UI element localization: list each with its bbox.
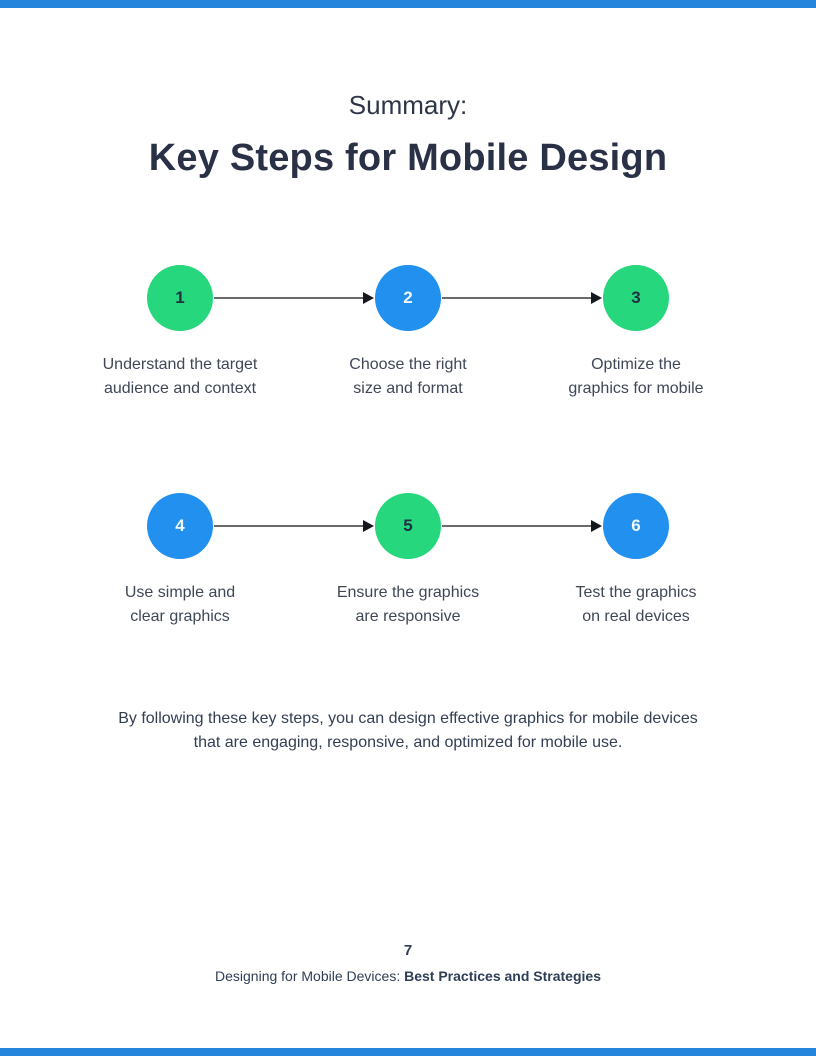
arrow-connector	[214, 291, 374, 305]
summary-paragraph: By following these key steps, you can de…	[118, 710, 698, 751]
arrow-right-icon	[363, 520, 374, 532]
labels-row-1: Understand the target audience and conte…	[0, 353, 816, 401]
summary-kicker: Summary:	[348, 90, 468, 120]
step-4-circle: 4	[147, 493, 213, 559]
arrow-line	[214, 525, 364, 527]
step-3-circle: 3	[603, 265, 669, 331]
arrow-connector	[442, 519, 602, 533]
top-accent-bar	[0, 0, 816, 8]
arrow-connector	[442, 291, 602, 305]
step-6-label: Test the graphics on real devices	[575, 584, 697, 625]
arrow-line	[442, 297, 592, 299]
bottom-accent-bar	[0, 1048, 816, 1056]
arrow-right-icon	[591, 292, 602, 304]
labels-row-2: Use simple and clear graphics Ensure the…	[0, 581, 816, 629]
flow-row-1: 1 2 3	[0, 265, 816, 331]
arrow-line	[214, 297, 364, 299]
arrow-line	[442, 525, 592, 527]
step-5-circle: 5	[375, 493, 441, 559]
flow-row-2: 4 5 6	[0, 493, 816, 559]
step-5-label: Ensure the graphics are responsive	[336, 584, 480, 625]
step-2-circle: 2	[375, 265, 441, 331]
page-title: Key Steps for Mobile Design	[148, 137, 668, 179]
footer-title-prefix: Designing for Mobile Devices:	[215, 968, 405, 984]
step-2-label: Choose the right size and format	[349, 356, 467, 397]
arrow-connector	[214, 519, 374, 533]
step-1-label: Understand the target audience and conte…	[102, 356, 258, 397]
footer-title-bold: Best Practices and Strategies	[404, 968, 601, 984]
arrow-right-icon	[591, 520, 602, 532]
footer-title: Designing for Mobile Devices: Best Pract…	[0, 968, 816, 984]
arrow-right-icon	[363, 292, 374, 304]
step-4-label: Use simple and clear graphics	[124, 584, 236, 625]
step-1-circle: 1	[147, 265, 213, 331]
page-footer: 7 Designing for Mobile Devices: Best Pra…	[0, 942, 816, 984]
page-number: 7	[403, 942, 413, 959]
step-6-circle: 6	[603, 493, 669, 559]
step-3-label: Optimize the graphics for mobile	[568, 356, 704, 397]
